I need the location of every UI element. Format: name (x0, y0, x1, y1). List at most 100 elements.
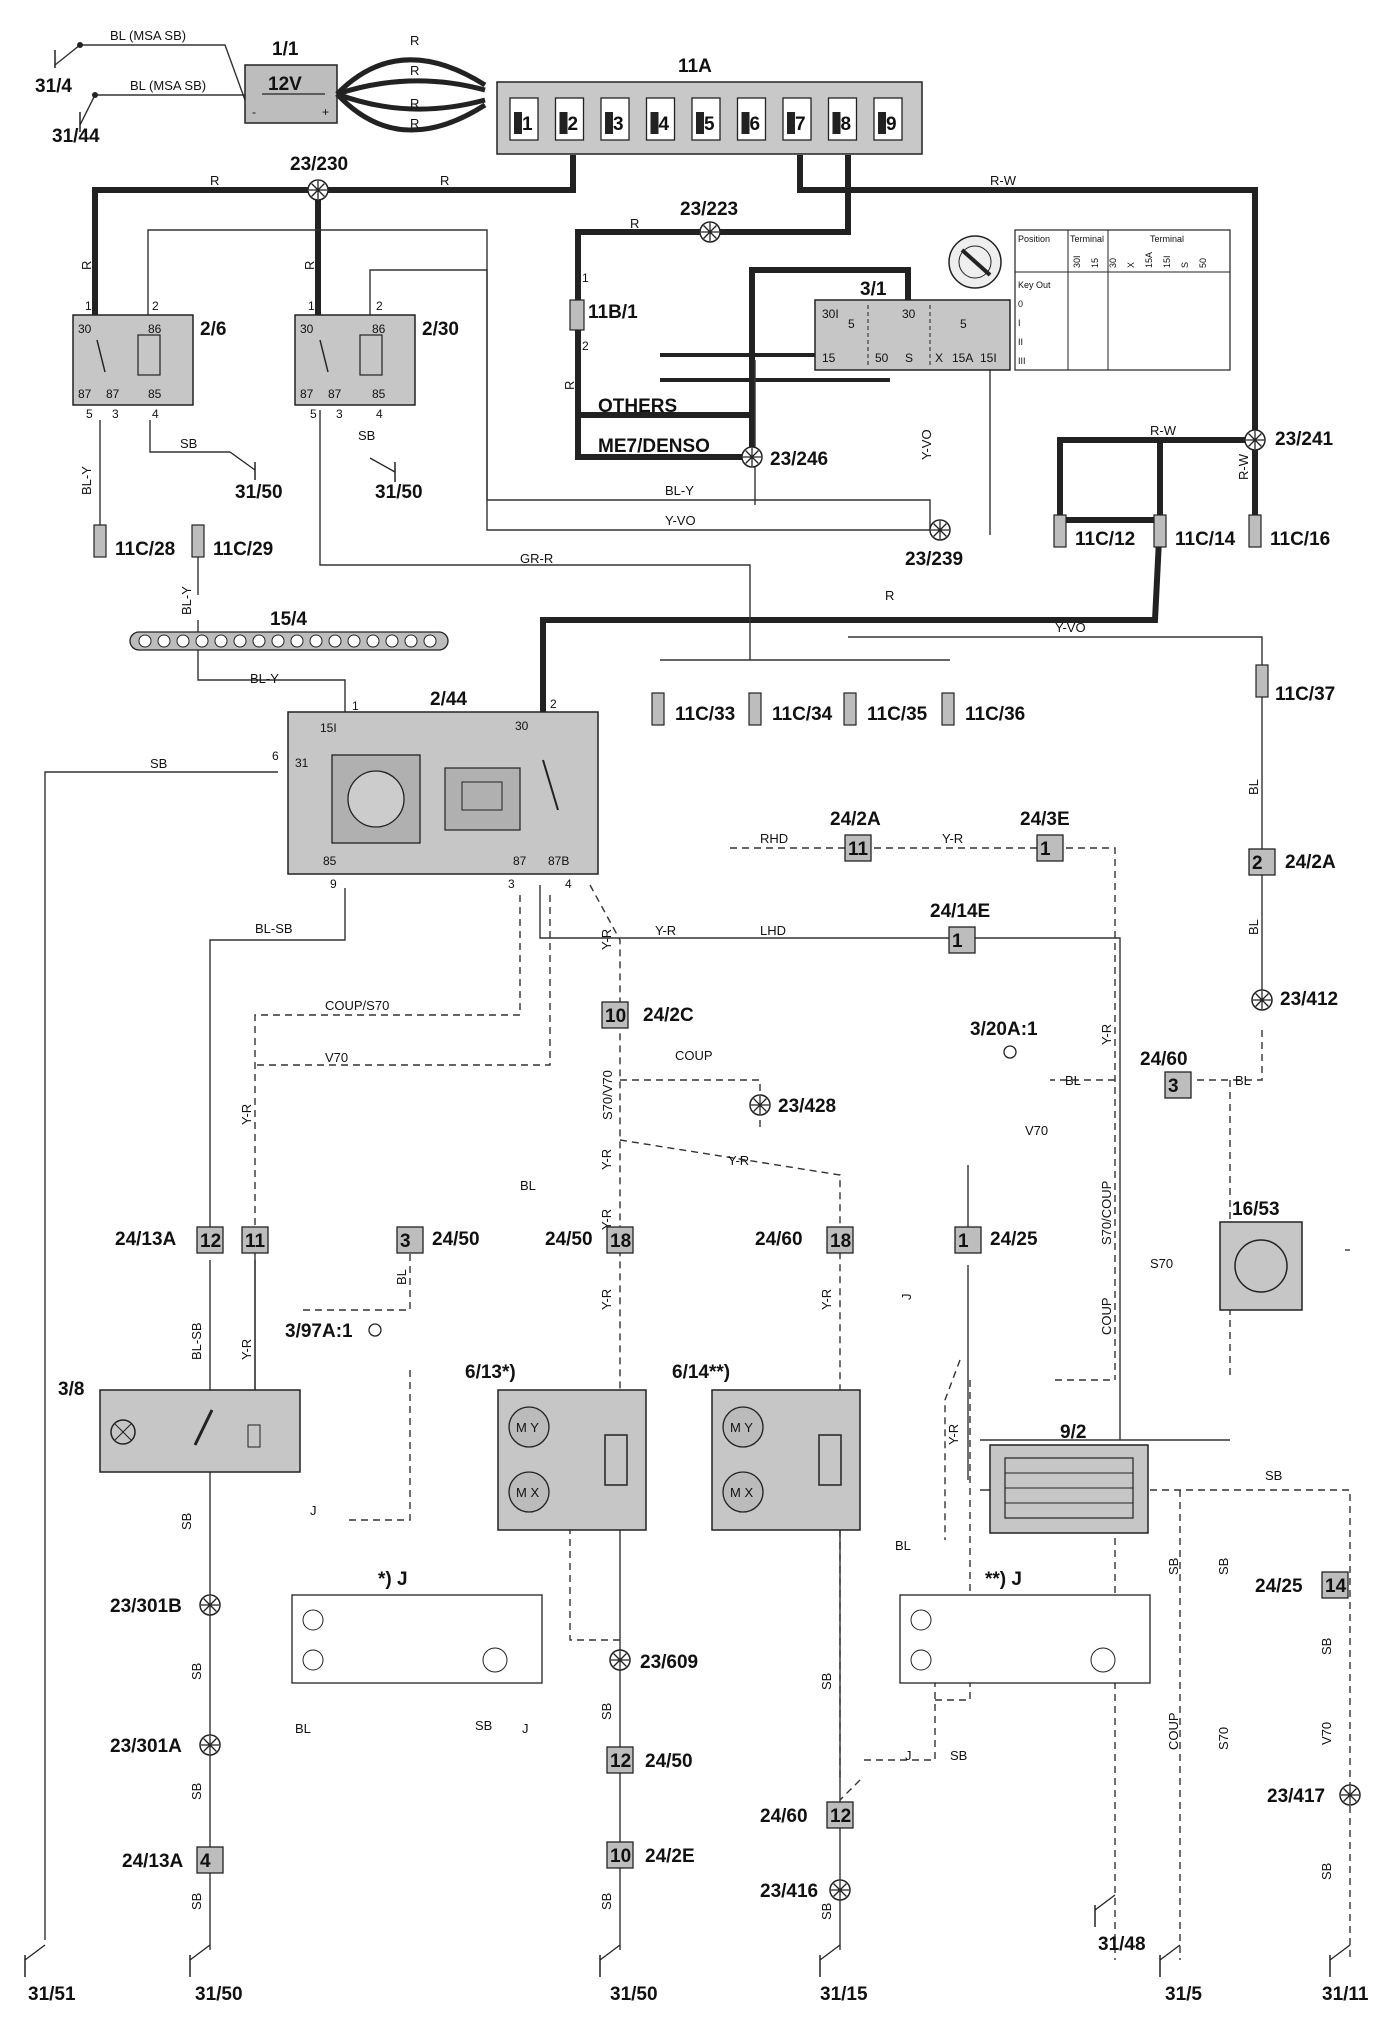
ground-bottom-label-3: 31/15 (820, 1984, 868, 2005)
relay-2-6-87b: 87 (106, 387, 120, 401)
wire-label-rot-13: Y-R (599, 1149, 614, 1170)
fuse-slot-label-3: 3 (613, 114, 624, 135)
connector-pin-c2a_right: 2 (1252, 853, 1263, 874)
ground-bottom-2: 31/50 (599, 1944, 658, 2005)
table-row-3: II (1018, 337, 1023, 347)
bus-15-4: 15/4 (129, 609, 449, 651)
relay-2-44-label: 2/44 (430, 689, 467, 710)
bus-15-4-label: 15/4 (270, 609, 307, 630)
wire-label-9: Y-VO (1055, 620, 1086, 635)
connector-label-c13a_12: 24/13A (115, 1229, 177, 1250)
wire-label-3: R-W (990, 173, 1017, 188)
wire-label-5: R (885, 588, 894, 603)
detail-j-2: **) J (899, 1569, 1151, 1684)
wire-label-16: Y-R (942, 831, 963, 846)
splice-label-s241: 23/241 (1275, 429, 1334, 450)
fuse-label-f29: 11C/29 (213, 539, 273, 560)
connector-pin-c60_right: 3 (1168, 1076, 1179, 1097)
fuse-f16: 11C/16 (1248, 514, 1330, 550)
connector-pin-c25_1: 1 (958, 1231, 969, 1252)
connector-pin-c13a_12: 12 (200, 1231, 221, 1252)
wire-label-rot-35: R (79, 261, 94, 270)
switch-3-8-label: 3/8 (58, 1379, 84, 1400)
fuse-f33: 11C/33 (651, 692, 735, 726)
fuse-slot-label-5: 5 (704, 114, 715, 135)
wire-label-rot-15: Y-R (819, 1289, 834, 1310)
wire-label-27: J (905, 1748, 912, 1763)
wire-label-18: V70 (325, 1050, 348, 1065)
splices: 23/23023/22323/24123/24623/23923/41223/4… (110, 154, 1361, 1902)
fuse-label-f35: 11C/35 (867, 704, 928, 725)
table-row-4: III (1018, 356, 1026, 366)
splice-s609: 23/609 (609, 1649, 698, 1673)
relay-2-6-label: 2/6 (200, 319, 226, 340)
connector-pin-c50_3: 3 (400, 1231, 411, 1252)
detail-j-1-label: *) J (378, 1569, 408, 1590)
relay-2-30-n2: 2 (376, 299, 383, 313)
connector-pin-c3e: 1 (1040, 839, 1051, 860)
connector-pin-c50_12: 12 (610, 1751, 631, 1772)
relay-2-30-85: 85 (372, 387, 386, 401)
wire-label-11: SB (150, 756, 167, 771)
wire-label-31: SB (950, 1748, 967, 1763)
connector-c13a_11: 11 (241, 1226, 269, 1254)
ground-bottom-0: 31/51 (24, 1944, 76, 2005)
fuse-label-f37: 11C/37 (1275, 684, 1335, 705)
splice-s428: 23/428 (749, 1094, 836, 1117)
fuse-f36: 11C/36 (941, 692, 1025, 726)
wire-label-28: SB (475, 1718, 492, 1733)
relay-2-44-n9: 9 (330, 877, 337, 891)
wire-label-rot-30: SB (1319, 1638, 1334, 1655)
splice-s230: 23/230 (290, 154, 348, 201)
relay-2-6-n1: 1 (85, 299, 92, 313)
route-others: OTHERS (598, 396, 677, 417)
bus-holes (138, 634, 437, 648)
fuse-slot-label-1: 1 (522, 114, 533, 135)
motor-6-14-my: M Y (730, 1420, 753, 1435)
ground-relay-2-label: 31/50 (375, 482, 423, 503)
wire-label-12: BL-SB (255, 921, 293, 936)
relay-2-44-87b: 87B (548, 854, 569, 868)
wire-label-rot-14: Y-R (599, 1289, 614, 1310)
battery: 12V - + 1/1 (244, 39, 338, 124)
signal-wires (44, 44, 1263, 1950)
fuse-11b-1: 11B/1 1 2 (569, 271, 638, 353)
connector-label-c50_18: 24/50 (545, 1229, 593, 1250)
ignition-switch: 3/1 30I 5 30 5 15 50 S X 15A 15I (814, 279, 1011, 371)
splice-label-s416: 23/416 (760, 1881, 818, 1902)
table-col-4: 15A (1144, 252, 1154, 268)
ground-bottom-label-6: 31/11 (1322, 1984, 1369, 2005)
connector-label-c60_right: 24/60 (1140, 1049, 1188, 1070)
splice-s412: 23/412 (1251, 989, 1338, 1011)
relay-2-44-n1: 1 (352, 699, 359, 713)
connector-label-c2c: 24/2C (643, 1005, 694, 1026)
connector-c14e: 124/14E (930, 901, 990, 954)
relay-2-30: 2/30 30 86 87 87 85 1 2 5 3 4 (294, 299, 459, 421)
connector-pin-c60_18: 18 (830, 1231, 851, 1252)
connector-label-c60_12: 24/60 (760, 1806, 808, 1827)
relay-2-30-87: 87 (300, 387, 314, 401)
relay-2-30-86: 86 (372, 322, 386, 336)
fuse-f12: 11C/12 (1053, 514, 1135, 550)
ignition-bot-2: S (905, 351, 913, 365)
ground-bottom-label-0: 31/51 (28, 1984, 76, 2005)
wire-label-rot-25: SB (1166, 1558, 1181, 1575)
heater-9-2: 9/2 (989, 1422, 1149, 1534)
relay-2-30-n3: 3 (336, 407, 343, 421)
ground-bottom-label-1: 31/50 (195, 1984, 243, 2005)
splice-label-s246: 23/246 (770, 449, 828, 470)
fuse-f29: 11C/29 (191, 524, 273, 560)
detail-j-2-label: **) J (985, 1569, 1022, 1590)
connector-pin-c50_18: 18 (610, 1231, 631, 1252)
wire-label-rot-21: COUP (1099, 1297, 1114, 1335)
table-row-2: I (1018, 318, 1021, 328)
connector-pin-c14e: 1 (952, 931, 963, 952)
relay-2-6-n2: 2 (152, 299, 159, 313)
table-col-6: S (1180, 262, 1190, 268)
connector-label-c50_12: 24/50 (645, 1751, 693, 1772)
